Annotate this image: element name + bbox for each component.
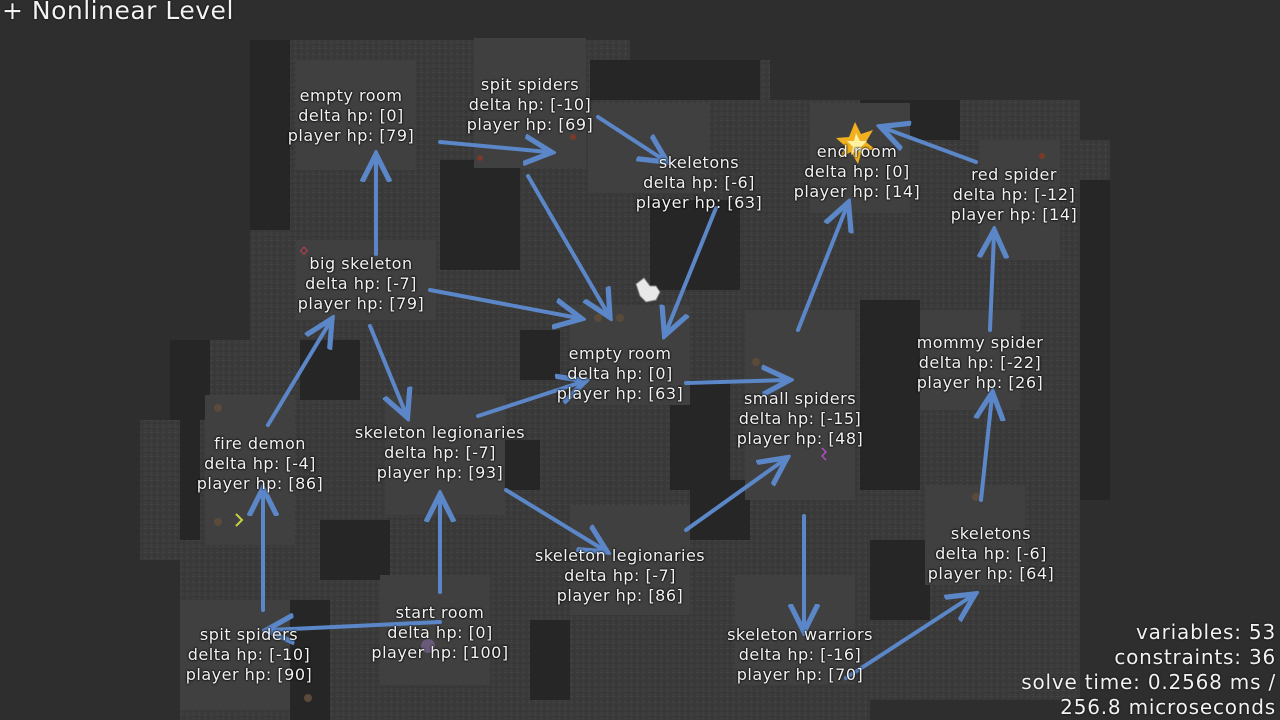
- room-label-spit-spiders-2: spit spiders delta hp: [-10] player hp: …: [186, 625, 313, 685]
- arrow-warriors-to-skel2: [844, 596, 972, 680]
- room-delta-hp: delta hp: [-4]: [204, 454, 316, 473]
- room-player-hp: player hp: [63]: [556, 384, 684, 403]
- arrow-spit1-to-skel1: [596, 115, 664, 160]
- room-delta-hp: delta hp: [-10]: [468, 95, 592, 114]
- room-player-hp: player hp: [48]: [736, 429, 864, 448]
- room-delta-hp: delta hp: [-7]: [384, 443, 496, 462]
- arrow-leg1-to-leg2: [504, 488, 604, 550]
- room-label-end-room: end room delta hp: [0] player hp: [14]: [794, 142, 921, 202]
- room-delta-hp: delta hp: [0]: [387, 623, 493, 642]
- room-name: spit spiders: [480, 75, 580, 94]
- room-label-mommy-spider: mommy spider delta hp: [-22] player hp: …: [917, 333, 1044, 393]
- room-delta-hp: delta hp: [-15]: [738, 409, 862, 428]
- arrow-skel2-to-mommy: [981, 396, 992, 502]
- room-name: small spiders: [743, 389, 857, 408]
- stat-solve-time: solve time: 0.2568 ms /: [1021, 670, 1276, 694]
- room-label-big-skeleton: big skeleton delta hp: [-7] player hp: […: [298, 254, 425, 314]
- room-player-hp: player hp: [79]: [287, 126, 415, 145]
- room-name: skeleton warriors: [727, 625, 873, 644]
- room-delta-hp: delta hp: [-16]: [738, 645, 862, 664]
- room-label-skeleton-warriors: skeleton warriors delta hp: [-16] player…: [727, 625, 873, 685]
- room-label-red-spider: red spider delta hp: [-12] player hp: [1…: [951, 165, 1078, 225]
- arrow-skel1-to-empty2: [666, 206, 718, 332]
- room-label-small-spiders: small spiders delta hp: [-15] player hp:…: [737, 389, 864, 449]
- room-label-fire-demon: fire demon delta hp: [-4] player hp: [86…: [197, 434, 324, 494]
- arrow-leg1-to-empty2: [476, 382, 582, 418]
- player-glove-sprite: [635, 277, 661, 303]
- room-delta-hp: delta hp: [-10]: [187, 645, 311, 664]
- room-delta-hp: delta hp: [-7]: [564, 566, 676, 585]
- connection-arrows: [263, 115, 994, 680]
- stat-microseconds: 256.8 microseconds: [1060, 695, 1276, 719]
- room-label-skeletons-1: skeletons delta hp: [-6] player hp: [63]: [636, 153, 763, 213]
- room-name: empty room: [568, 344, 672, 363]
- room-name: end room: [816, 142, 898, 161]
- room-player-hp: player hp: [100]: [371, 643, 509, 662]
- room-name: skeletons: [950, 524, 1032, 543]
- room-player-hp: player hp: [93]: [376, 463, 504, 482]
- room-label-empty-room-1: empty room delta hp: [0] player hp: [79]: [288, 86, 415, 146]
- room-name: red spider: [971, 165, 1057, 184]
- room-name: mommy spider: [916, 333, 1044, 352]
- stat-variables: variables: 53: [1135, 620, 1276, 644]
- room-player-hp: player hp: [86]: [196, 474, 324, 493]
- room-player-hp: player hp: [64]: [927, 564, 1055, 583]
- room-name: skeletons: [658, 153, 740, 172]
- room-delta-hp: delta hp: [-7]: [305, 274, 417, 293]
- room-label-skeleton-legionaries-2: skeleton legionaries delta hp: [-7] play…: [535, 546, 705, 606]
- arrow-empty1-to-spit1: [438, 142, 548, 152]
- room-name: skeleton legionaries: [354, 423, 526, 442]
- fire-sprite: [836, 122, 876, 164]
- room-player-hp: player hp: [14]: [950, 205, 1078, 224]
- room-player-hp: player hp: [90]: [185, 665, 313, 684]
- room-delta-hp: delta hp: [-6]: [643, 173, 755, 192]
- room-delta-hp: delta hp: [0]: [804, 162, 910, 181]
- room-delta-hp: delta hp: [-12]: [952, 185, 1076, 204]
- room-name: skeleton legionaries: [534, 546, 706, 565]
- room-name: start room: [395, 603, 485, 622]
- arrow-small-to-end: [796, 206, 847, 332]
- room-player-hp: player hp: [86]: [556, 586, 684, 605]
- arrow-leg2-to-small: [684, 460, 784, 532]
- arrow-empty2-to-small: [684, 380, 786, 383]
- room-player-hp: player hp: [26]: [916, 373, 1044, 392]
- arrow-red-to-end: [884, 128, 978, 164]
- room-label-empty-room-2: empty room delta hp: [0] player hp: [63]: [557, 344, 684, 404]
- room-player-hp: player hp: [63]: [635, 193, 763, 212]
- room-delta-hp: delta hp: [0]: [567, 364, 673, 383]
- room-player-hp: player hp: [79]: [297, 294, 425, 313]
- room-delta-hp: delta hp: [-22]: [918, 353, 1042, 372]
- level-title: + Nonlinear Level: [2, 0, 234, 25]
- room-player-hp: player hp: [14]: [793, 182, 921, 201]
- arrow-start-to-spit2: [270, 622, 442, 630]
- room-player-hp: player hp: [69]: [466, 115, 594, 134]
- room-label-start-room: start room delta hp: [0] player hp: [100…: [371, 603, 508, 663]
- arrow-spit1-to-empty2: [526, 174, 608, 314]
- room-name: empty room: [299, 86, 403, 105]
- room-player-hp: player hp: [70]: [736, 665, 864, 684]
- room-name: big skeleton: [309, 254, 413, 273]
- arrow-big-to-empty2: [428, 288, 578, 318]
- room-delta-hp: delta hp: [-6]: [935, 544, 1047, 563]
- arrow-fire-to-big: [266, 322, 330, 427]
- room-label-spit-spiders-1: spit spiders delta hp: [-10] player hp: …: [467, 75, 594, 135]
- arrow-big-to-leg1: [368, 324, 406, 414]
- stat-constraints: constraints: 36: [1114, 645, 1276, 669]
- solver-stats: variables: 53 constraints: 36 solve time…: [1021, 620, 1276, 720]
- room-label-skeleton-legionaries-1: skeleton legionaries delta hp: [-7] play…: [355, 423, 525, 483]
- room-name: fire demon: [214, 434, 306, 453]
- room-delta-hp: delta hp: [0]: [298, 106, 404, 125]
- room-label-skeletons-2: skeletons delta hp: [-6] player hp: [64]: [928, 524, 1055, 584]
- room-name: spit spiders: [199, 625, 299, 644]
- arrow-mommy-to-red: [990, 234, 994, 332]
- dungeon-walls: [170, 40, 1110, 720]
